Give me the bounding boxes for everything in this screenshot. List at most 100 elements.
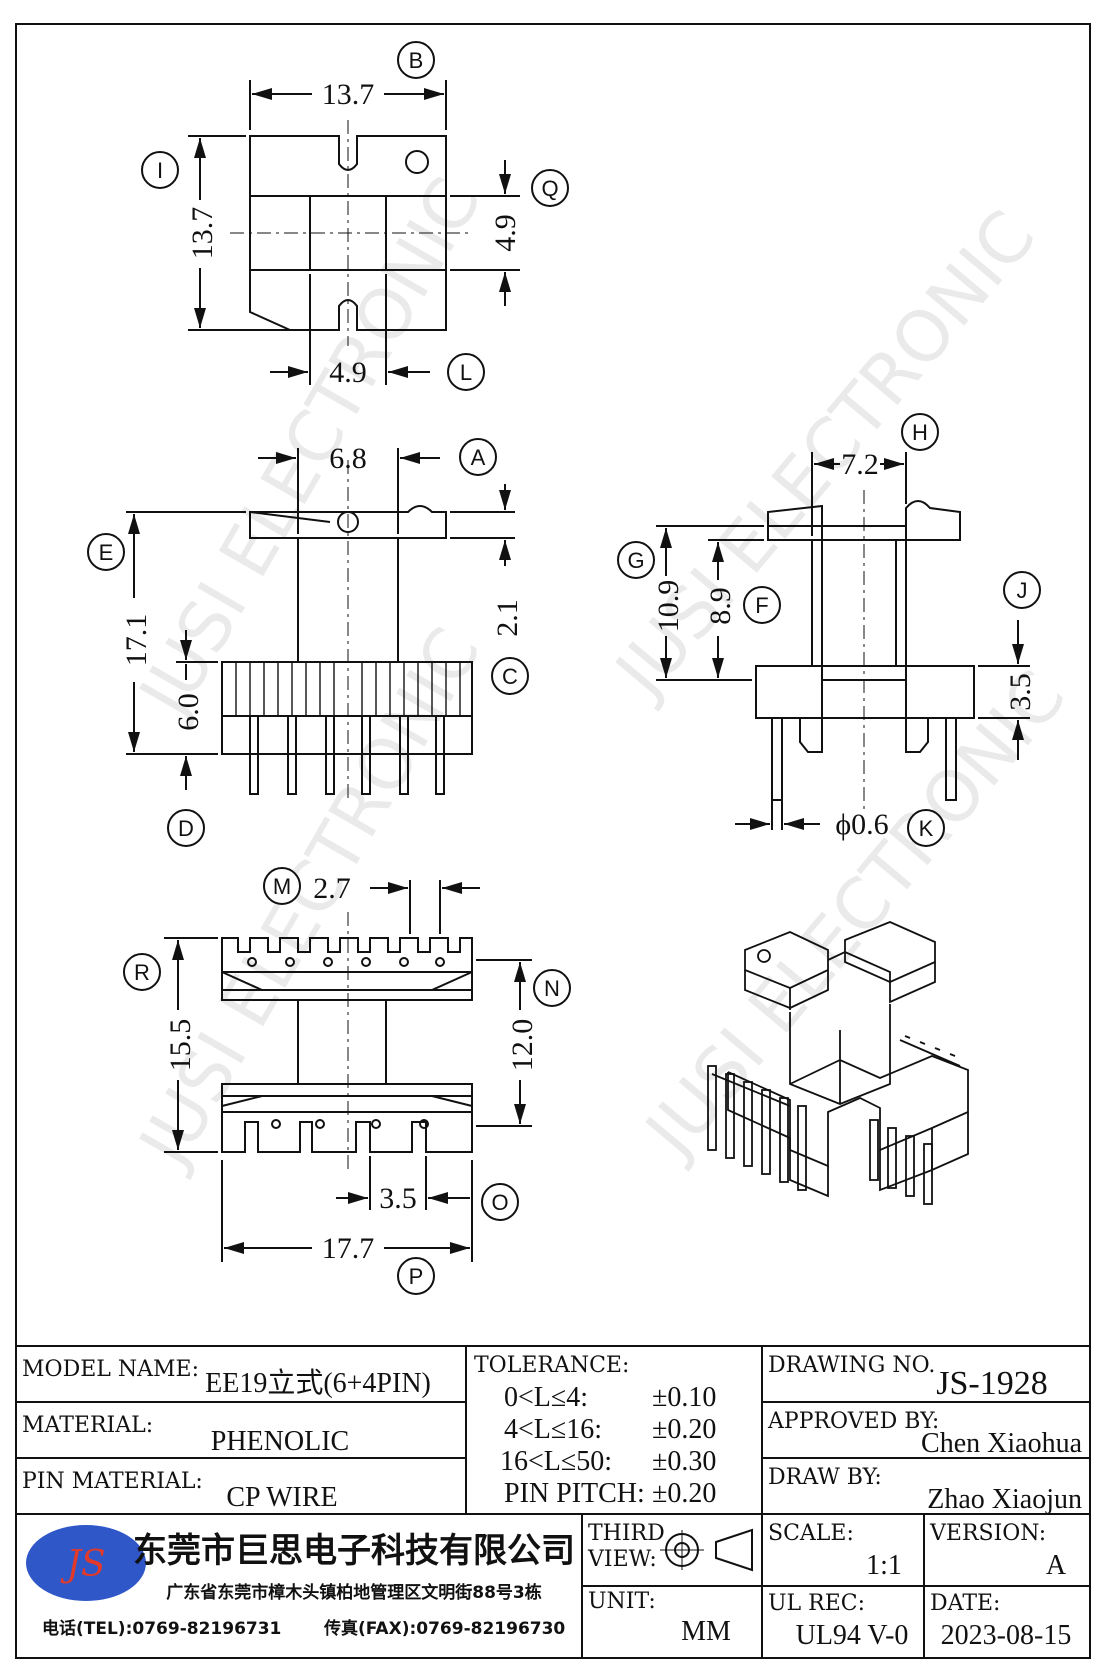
drawing-no-label: DRAWING NO. bbox=[768, 1353, 935, 1378]
dim-e-value: 17.1 bbox=[120, 614, 153, 667]
dim-m-value: 2.7 bbox=[313, 872, 351, 905]
scale: 1:1 bbox=[866, 1550, 902, 1581]
ul-rec: UL94 V-0 bbox=[796, 1620, 909, 1651]
draw-by: Zhao Xiaojun bbox=[927, 1484, 1082, 1515]
dim-n-value: 12.0 bbox=[506, 1019, 539, 1072]
callout-l: L bbox=[447, 353, 485, 391]
material-label: MATERIAL: bbox=[22, 1413, 153, 1438]
callout-o: O bbox=[481, 1183, 519, 1221]
dim-f-value: 8.9 bbox=[704, 587, 737, 625]
third-view-label-1: THIRD bbox=[588, 1521, 665, 1546]
approved-by-label: APPROVED BY: bbox=[767, 1409, 939, 1434]
callout-k: K bbox=[907, 809, 945, 847]
svg-text:K: K bbox=[919, 816, 934, 841]
svg-text:JUSI ELECTRONIC: JUSI ELECTRONIC bbox=[628, 656, 1082, 1174]
third-angle-projection-icon bbox=[660, 1528, 753, 1572]
version: A bbox=[1046, 1550, 1067, 1581]
svg-text:E: E bbox=[99, 540, 114, 565]
top-view bbox=[230, 120, 470, 346]
svg-text:B: B bbox=[409, 48, 424, 73]
tolerance-value-3: ±0.30 bbox=[652, 1446, 716, 1477]
svg-text:C: C bbox=[502, 664, 518, 689]
svg-text:N: N bbox=[544, 976, 560, 1001]
callout-i: I bbox=[141, 151, 179, 189]
title-block: MODEL NAME: EE19立式(6+4PIN) MATERIAL: PHE… bbox=[15, 1345, 1091, 1659]
dim-o-value: 3.5 bbox=[379, 1182, 417, 1215]
dim-a-value: 6.8 bbox=[329, 442, 367, 475]
dim-d-value: 6.0 bbox=[172, 693, 205, 731]
svg-text:Q: Q bbox=[541, 176, 558, 201]
date-label: DATE: bbox=[930, 1591, 1000, 1616]
dim-k-value: ϕ0.6 bbox=[835, 808, 888, 841]
company-logo: JS bbox=[26, 1525, 146, 1601]
svg-text:I: I bbox=[157, 158, 163, 183]
pin-material: CP WIRE bbox=[226, 1482, 337, 1513]
dim-l-value: 4.9 bbox=[329, 356, 367, 389]
company-fax: 传真(FAX):0769-82196730 bbox=[323, 1618, 565, 1639]
unit-label: UNIT: bbox=[588, 1589, 656, 1614]
callout-bubbles: B I Q L A E C D H G F J K M R N O P bbox=[87, 41, 1041, 1295]
callout-c: C bbox=[491, 657, 529, 695]
dim-j-value: 3.5 bbox=[1004, 673, 1037, 711]
callout-r: R bbox=[123, 953, 161, 991]
callout-e: E bbox=[87, 533, 125, 571]
callout-g: G bbox=[617, 541, 655, 579]
svg-text:H: H bbox=[912, 420, 928, 445]
drawing-no: JS-1928 bbox=[936, 1365, 1047, 1402]
tolerance-range-2: 4<L≤16: bbox=[504, 1414, 602, 1445]
callout-p: P bbox=[397, 1257, 435, 1295]
version-label: VERSION: bbox=[929, 1521, 1046, 1546]
isometric-view bbox=[707, 921, 969, 1205]
svg-text:O: O bbox=[491, 1190, 508, 1215]
third-view-label-2: VIEW: bbox=[587, 1547, 657, 1572]
svg-text:L: L bbox=[460, 360, 472, 385]
callout-m: M bbox=[263, 867, 301, 905]
date: 2023-08-15 bbox=[941, 1620, 1072, 1651]
callout-b: B bbox=[397, 41, 435, 79]
callout-a: A bbox=[459, 438, 497, 476]
tolerance-label: TOLERANCE: bbox=[474, 1353, 629, 1378]
draw-by-label: DRAW BY: bbox=[768, 1465, 882, 1490]
callout-q: Q bbox=[531, 169, 569, 207]
svg-text:M: M bbox=[273, 874, 291, 899]
dimension-values: 13.7 13.7 4.9 4.9 6.8 17.1 6.0 2.1 7.2 1… bbox=[120, 78, 1037, 1265]
pin-material-label: PIN MATERIAL: bbox=[22, 1469, 203, 1494]
svg-text:A: A bbox=[471, 445, 486, 470]
approved-by: Chen Xiaohua bbox=[921, 1428, 1083, 1459]
callout-d: D bbox=[167, 809, 205, 847]
svg-text:F: F bbox=[755, 593, 768, 618]
svg-text:G: G bbox=[627, 548, 644, 573]
dim-r-value: 15.5 bbox=[164, 1019, 197, 1072]
callout-n: N bbox=[533, 969, 571, 1007]
side-view bbox=[755, 490, 975, 810]
scale-label: SCALE: bbox=[768, 1521, 854, 1546]
model-name-label: MODEL NAME: bbox=[22, 1357, 199, 1382]
svg-text:JS: JS bbox=[59, 1544, 105, 1585]
tolerance-range-4: PIN PITCH: bbox=[504, 1478, 645, 1509]
company-name: 东莞市巨思电子科技有限公司 bbox=[133, 1531, 575, 1571]
dim-c-value: 2.1 bbox=[491, 599, 524, 637]
tolerance-value-2: ±0.20 bbox=[652, 1414, 716, 1445]
svg-text:J: J bbox=[1017, 578, 1028, 603]
material: PHENOLIC bbox=[211, 1426, 349, 1457]
tolerance-value-4: ±0.20 bbox=[652, 1478, 716, 1509]
tolerance-range-1: 0<L≤4: bbox=[504, 1382, 588, 1413]
svg-text:D: D bbox=[178, 816, 194, 841]
bottom-view bbox=[221, 912, 473, 1170]
unit: MM bbox=[681, 1616, 731, 1647]
dim-h-value: 7.2 bbox=[841, 448, 879, 481]
dim-g-value: 10.9 bbox=[652, 580, 685, 633]
tolerance-value-1: ±0.10 bbox=[652, 1382, 716, 1413]
svg-text:R: R bbox=[134, 960, 150, 985]
company-address: 广东省东莞市樟木头镇柏地管理区文明街88号3栋 bbox=[166, 1582, 542, 1603]
tolerance-range-3: 16<L≤50: bbox=[500, 1446, 612, 1477]
front-view bbox=[221, 460, 473, 800]
dim-i-value: 13.7 bbox=[186, 207, 219, 260]
dim-b-value: 13.7 bbox=[322, 78, 375, 111]
dim-p-value: 17.7 bbox=[322, 1232, 375, 1265]
company-tel: 电话(TEL):0769-82196731 bbox=[42, 1618, 281, 1639]
svg-text:P: P bbox=[409, 1264, 424, 1289]
ul-rec-label: UL REC: bbox=[768, 1591, 865, 1616]
watermark: JUSI ELECTRONIC JUSI ELECTRONIC JUSI ELE… bbox=[122, 164, 1082, 1181]
